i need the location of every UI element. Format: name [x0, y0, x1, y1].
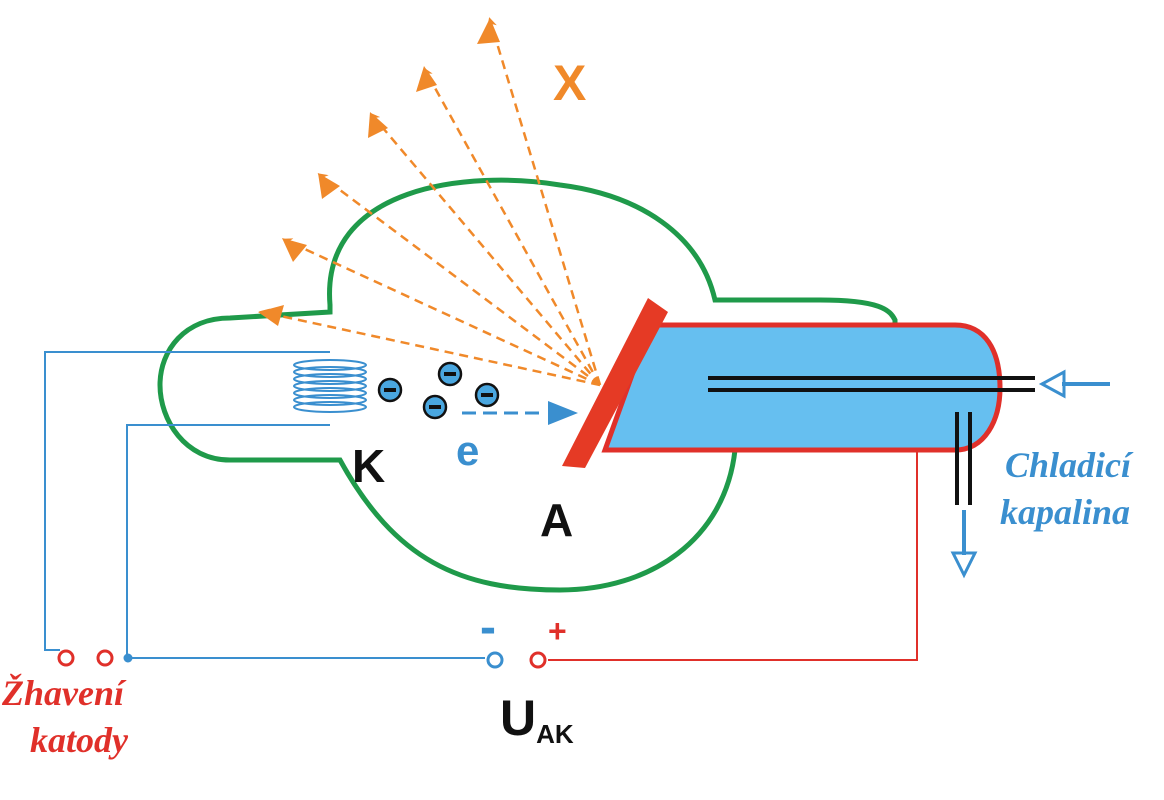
xray-arrow-icon — [317, 173, 601, 386]
xray-label: X — [553, 55, 586, 111]
anode-body — [601, 322, 1003, 453]
anode-target-face — [562, 298, 668, 468]
electrons — [377, 361, 500, 420]
plus-sign: + — [548, 613, 567, 649]
xray-beams — [259, 17, 602, 387]
positive-terminal-icon — [529, 651, 547, 669]
tube-bulb-outline — [157, 177, 898, 593]
voltage-label: UAK — [500, 690, 574, 749]
heating-label-line1: Žhavení — [1, 673, 127, 713]
heating-label-line2: katody — [30, 720, 129, 760]
minus-sign: - — [480, 601, 496, 654]
voltage-subscript: AK — [536, 719, 574, 749]
coolant-label-line2: kapalina — [1000, 492, 1130, 532]
electron-minus-icon — [377, 377, 403, 403]
voltage-main: U — [500, 690, 536, 746]
xray-arrow-icon — [487, 17, 602, 386]
electron-minus-icon — [474, 382, 500, 408]
heating-terminal-1-icon — [57, 649, 75, 667]
heating-terminal-2-icon — [96, 649, 114, 667]
anode-wiring — [548, 450, 918, 661]
coolant-inlet-pipe — [708, 376, 1035, 392]
electron-beam-arrow-icon — [462, 401, 578, 425]
xray-arrow-icon — [282, 238, 601, 387]
coolant-outlet-pipe — [955, 412, 972, 505]
electron-label: e — [456, 427, 479, 474]
xray-arrow-icon — [370, 112, 601, 386]
cathode-filament-coil — [293, 359, 367, 413]
cathode-wiring — [44, 351, 485, 659]
electron-minus-icon — [437, 361, 463, 387]
coolant-label-line1: Chladicí — [1005, 445, 1134, 485]
xray-arrowheads — [258, 18, 500, 326]
negative-terminal-icon — [486, 651, 504, 669]
coolant-out-arrow-icon — [950, 510, 978, 579]
xray-arrow-icon — [259, 308, 601, 387]
coolant-in-arrow-icon — [1038, 369, 1110, 399]
anode-label: A — [540, 494, 573, 546]
xray-arrow-icon — [423, 67, 602, 386]
cathode-label: K — [352, 440, 385, 492]
electron-minus-icon — [422, 394, 448, 420]
wire-junction-dot — [123, 653, 133, 663]
